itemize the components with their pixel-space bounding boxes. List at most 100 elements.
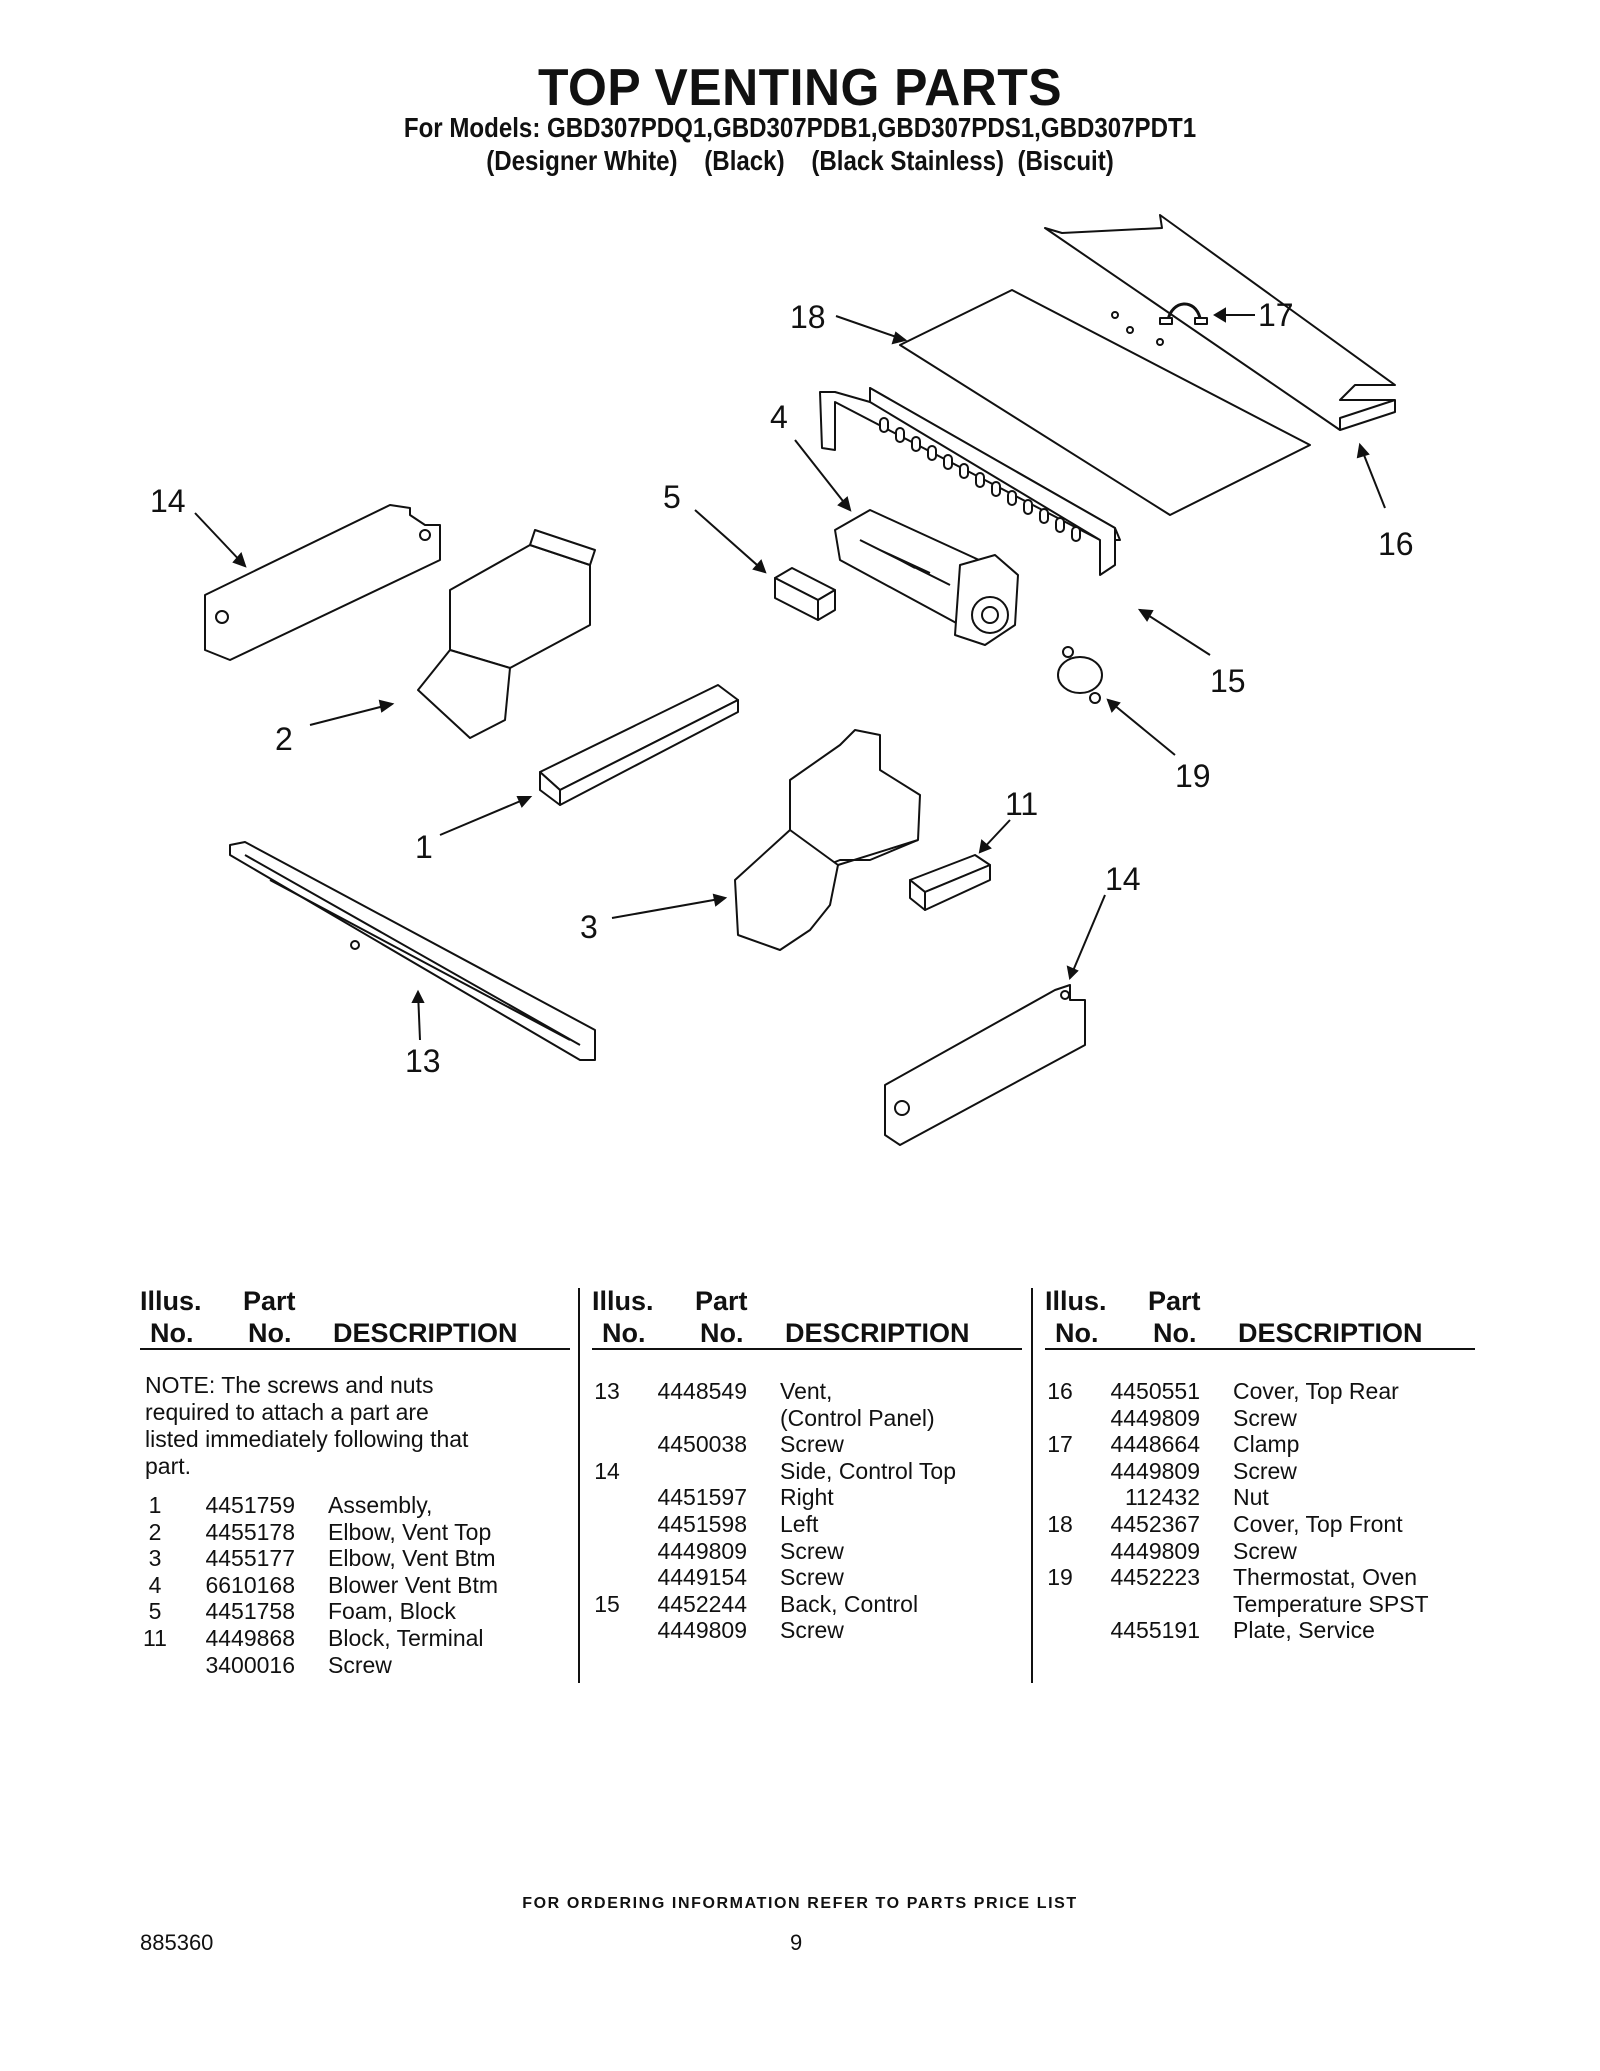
header-part: Part [1148,1286,1201,1316]
header-part-no: No. [248,1318,292,1348]
part-1-assembly [539,684,739,806]
column-header: Illus. Part No. No. DESCRIPTION [1045,1288,1475,1350]
part-number: 4449868 [205,1624,295,1651]
column-divider [1031,1288,1033,1683]
illus-number: 15 [594,1590,620,1617]
part-number: 112432 [1124,1484,1200,1511]
part-description: Elbow, Vent Btm [328,1545,496,1572]
part-number: 4451759 [205,1492,295,1518]
part-description: Screw [780,1431,844,1458]
header-illus-no: No. [150,1318,194,1348]
illus-number: 16 [1047,1378,1073,1404]
part-number: 4450551 [1110,1378,1200,1404]
part-11-block-terminal [909,854,991,911]
callout-17: 17 [1258,297,1294,333]
part-number: 4452223 [1110,1564,1200,1591]
part-description: Left [780,1510,819,1537]
illus-number: 1 [148,1492,162,1518]
parts-column-1: Illus. Part No. No. DESCRIPTION NOTE: Th… [140,1288,570,1678]
exploded-parts-diagram: 18 17 4 14 5 16 15 2 19 11 1 14 3 13 [150,214,1414,1146]
parts-row: (Control Panel) [592,1405,1022,1432]
parts-column-2: Illus. Part No. No. DESCRIPTION 13 444854… [592,1288,1022,1644]
part-number: 4452244 [657,1590,747,1617]
part-number: 4452367 [1110,1510,1200,1537]
part-description: Screw [780,1617,844,1644]
callout-15: 15 [1210,663,1246,699]
illus-number: 17 [1047,1431,1073,1458]
part-description: Screw [1233,1404,1297,1431]
part-number: 4455178 [205,1518,295,1545]
part-number: 4449809 [1110,1404,1200,1431]
part-number: 4449809 [657,1537,747,1564]
part-2-elbow-vent-top [417,529,596,739]
note-text: NOTE: The screws and nuts required to at… [145,1372,469,1479]
part-description: Cover, Top Rear [1233,1378,1399,1404]
parts-row: 3400016 Screw [140,1652,570,1679]
header-illus: Illus. [140,1286,202,1316]
page-number: 9 [790,1930,803,1955]
part-19-thermostat-oven [1057,646,1103,704]
part-description: Screw [328,1651,392,1678]
callout-18: 18 [790,299,826,335]
header-description: DESCRIPTION [1238,1318,1423,1348]
illus-number: 11 [143,1624,167,1651]
part-description: Screw [1233,1537,1297,1564]
part-description: (Control Panel) [780,1404,935,1431]
parts-row: 11 4449868 Block, Terminal [140,1625,570,1652]
callout-11: 11 [1005,786,1038,822]
callout-13: 13 [405,1043,441,1079]
header-illus-no: No. [1055,1318,1099,1348]
part-description: Clamp [1233,1431,1300,1458]
ordering-info: FOR ORDERING INFORMATION REFER TO PARTS … [522,1895,1078,1912]
part-description: Right [780,1484,834,1511]
header-part-no: No. [700,1318,744,1348]
parts-row: 4449154 Screw [592,1564,1022,1591]
part-description: Elbow, Vent Top [328,1518,492,1545]
illus-number: 19 [1047,1564,1073,1591]
part-description: Blower Vent Btm [328,1571,499,1598]
parts-row: Temperature SPST [1045,1591,1475,1618]
part-3-elbow-vent-btm [734,729,921,951]
part-number: 3400016 [205,1651,295,1678]
callout-14-left: 14 [150,483,186,519]
column-header: Illus. Part No. No. DESCRIPTION [592,1288,1022,1350]
part-number: 4455177 [205,1545,295,1572]
header-illus: Illus. [592,1286,654,1316]
part-description: Nut [1233,1484,1269,1511]
part-number: 4451758 [205,1598,295,1625]
part-number: 4449809 [1110,1457,1200,1484]
part-number: 4455191 [1110,1617,1200,1644]
part-number: 4451597 [657,1484,747,1511]
part-number: 4448549 [657,1378,747,1404]
header-part: Part [243,1286,296,1316]
part-number: 4450038 [657,1431,747,1458]
part-15-back-control [834,509,1019,646]
part-description: Foam, Block [328,1598,456,1625]
callout-19: 19 [1175,758,1211,794]
part-number: 4449809 [657,1617,747,1644]
part-description: Screw [780,1564,844,1591]
finishes-line: (Designer White) (Black) (Black Stainles… [486,145,1114,176]
parts-row: 112432 Nut [1045,1484,1475,1511]
part-number: 6610168 [205,1571,295,1598]
parts-row: 4449809 Screw [592,1617,1022,1644]
column-divider [578,1288,580,1683]
part-14-side-control-top-left [204,504,441,661]
illus-number: 13 [594,1378,620,1404]
part-description: Block, Terminal [328,1624,484,1651]
header-description: DESCRIPTION [785,1318,970,1348]
header-description: DESCRIPTION [333,1318,518,1348]
models-line: For Models: GBD307PDQ1,GBD307PDB1,GBD307… [403,112,1197,143]
part-number: 4449154 [657,1564,747,1591]
illus-number: 5 [148,1598,162,1625]
header-illus: Illus. [1045,1286,1107,1316]
document-number: 885360 [140,1930,214,1955]
